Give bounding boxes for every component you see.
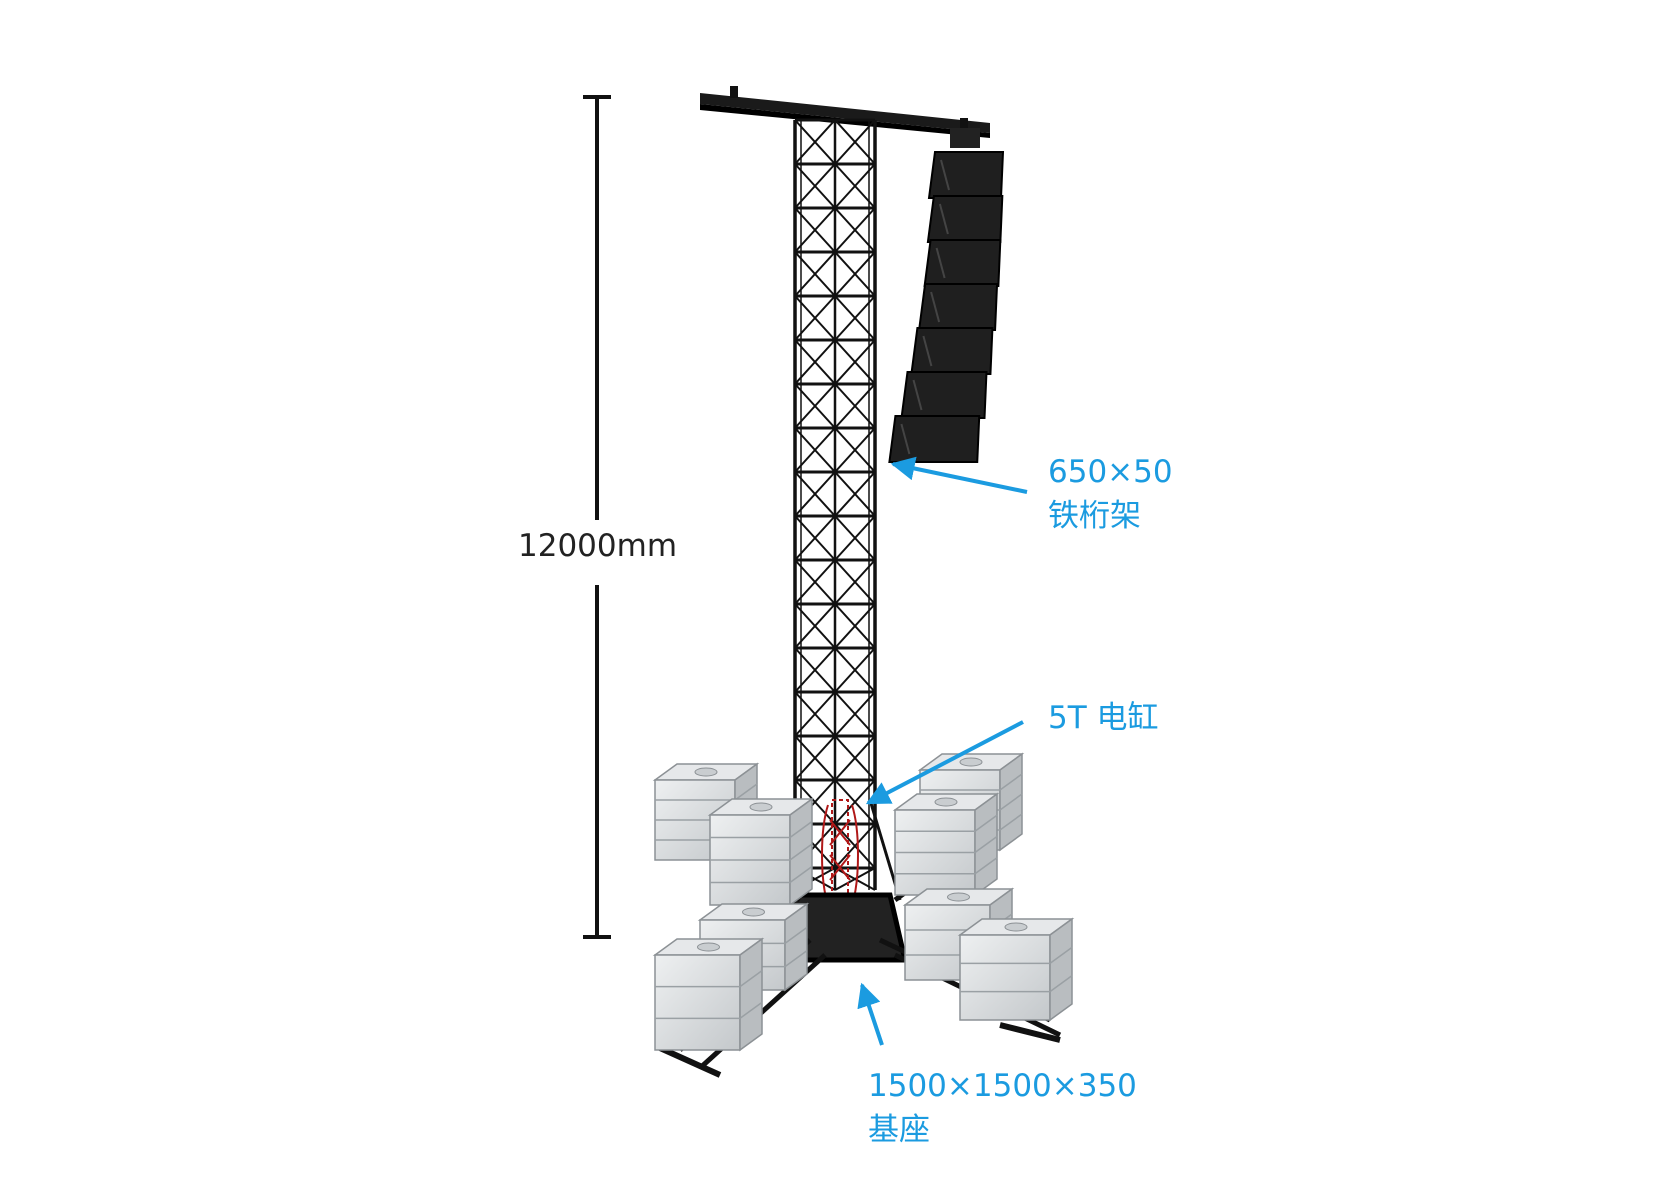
- height-dimension-label: 12000mm: [518, 528, 678, 564]
- truss-callout-arrow: [890, 456, 1028, 494]
- cylinder-callout-arrow: [865, 720, 1024, 805]
- cylinder-label: 5T 电缸: [1048, 700, 1159, 736]
- ballast-tanks: [652, 752, 1075, 1052]
- top-beam: [700, 86, 990, 148]
- line-array-speaker: [888, 151, 1005, 463]
- truss-tower: [793, 118, 877, 891]
- truss-name-label: 铁桁架: [1048, 498, 1141, 534]
- truss-spec-label: 650×50: [1048, 454, 1173, 490]
- height-dimension-line: [583, 95, 611, 939]
- base-name-label: 基座: [868, 1112, 930, 1148]
- base-spec-label: 1500×1500×350: [868, 1068, 1137, 1104]
- base-callout-arrow: [857, 982, 884, 1046]
